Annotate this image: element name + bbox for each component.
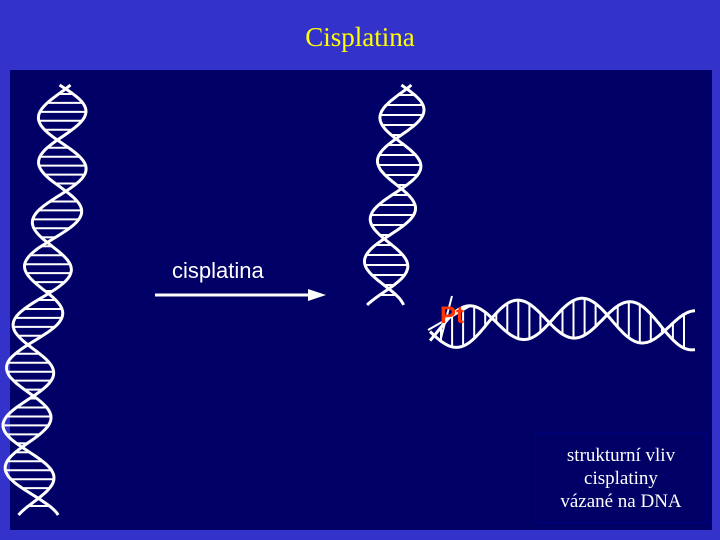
caption-line: vázané na DNA — [560, 490, 682, 512]
arrow-label: cisplatina — [172, 258, 264, 283]
platinum-label: Pt — [440, 302, 464, 329]
caption-box: strukturní vliv cisplatiny vázané na DNA — [535, 433, 707, 523]
bent-dna-helix-icon — [363, 83, 696, 352]
right-arrow-icon — [155, 289, 326, 301]
slide-title: Cisplatina — [305, 22, 415, 52]
dna-double-helix-icon — [1, 83, 88, 517]
caption-line: cisplatiny — [584, 467, 658, 489]
caption-line: strukturní vliv — [566, 444, 676, 466]
